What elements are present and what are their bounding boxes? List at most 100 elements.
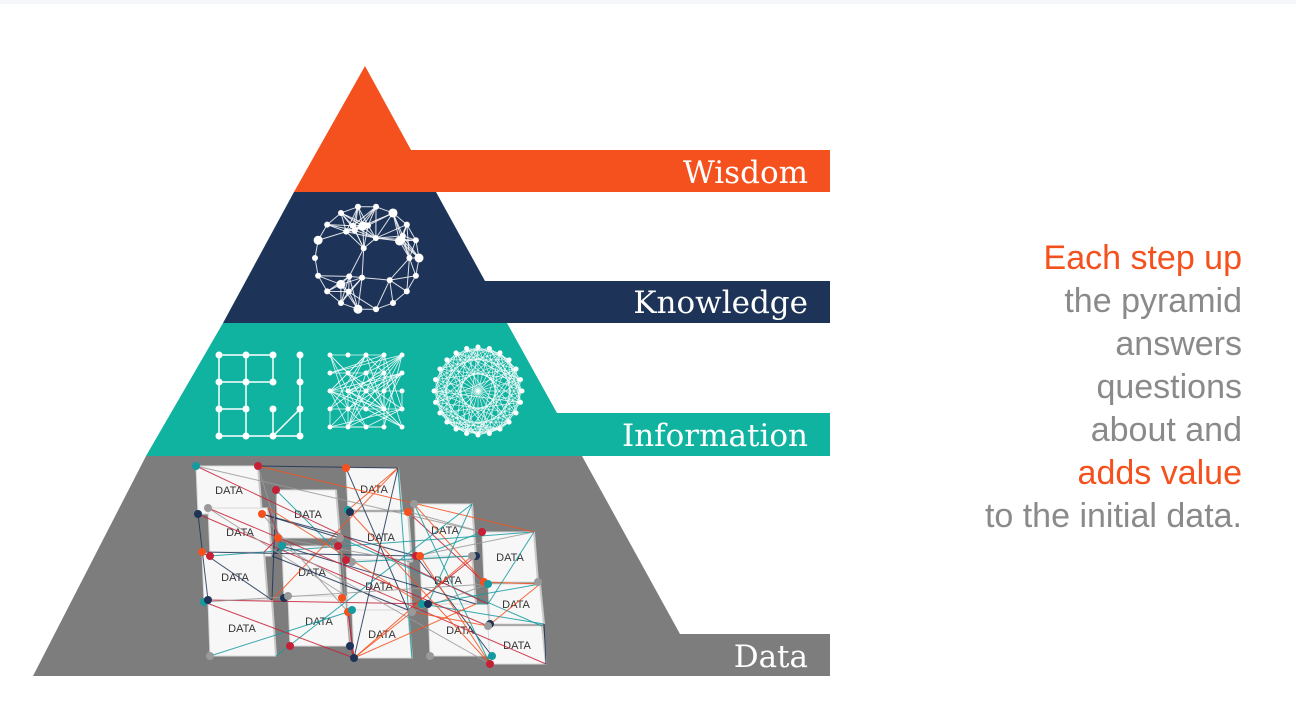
data-node <box>206 552 214 560</box>
circle-node <box>519 388 525 394</box>
circle-link <box>455 379 521 430</box>
grid-node <box>399 406 405 412</box>
circle-node <box>453 426 459 432</box>
data-box-edge <box>263 551 269 603</box>
data-link <box>483 581 541 585</box>
data-link <box>415 531 535 557</box>
data-node <box>418 600 426 608</box>
network-link <box>326 291 342 304</box>
data-node <box>416 552 424 560</box>
data-box-label: DATA <box>503 640 531 652</box>
circle-node <box>432 399 438 405</box>
data-box-edge <box>539 583 545 625</box>
circle-link <box>435 402 517 414</box>
grid-node <box>215 405 223 413</box>
data-link <box>411 611 489 627</box>
circle-node <box>437 410 443 416</box>
data-link <box>401 509 483 533</box>
network-link <box>392 291 408 304</box>
data-link <box>257 465 399 469</box>
circle-link <box>446 359 523 392</box>
circle-link <box>455 348 467 430</box>
network-node <box>313 235 323 245</box>
data-label: Data <box>734 639 808 675</box>
grid-link <box>329 354 403 374</box>
data-node <box>534 578 542 586</box>
grid-node <box>327 352 333 358</box>
data-link <box>427 583 541 605</box>
data-link <box>543 623 547 665</box>
data-link <box>353 467 399 659</box>
data-link <box>411 583 489 613</box>
network-node <box>403 221 410 228</box>
grid-node <box>242 405 250 413</box>
circle-link <box>435 348 490 380</box>
data-node <box>204 596 212 604</box>
network-node <box>324 221 331 228</box>
data-node <box>334 542 342 550</box>
grid-node <box>327 370 333 376</box>
sphere-network-icon <box>312 203 424 314</box>
data-node <box>348 606 356 614</box>
network-node <box>403 288 410 295</box>
grid-node <box>269 432 277 440</box>
data-link <box>261 513 341 539</box>
data-node <box>342 464 350 472</box>
circle-link <box>435 368 517 380</box>
circle-node <box>464 345 470 351</box>
circle-link <box>446 359 479 436</box>
circle-link <box>433 359 510 392</box>
grid-node <box>242 432 250 440</box>
network-node <box>373 203 380 210</box>
grid-node <box>363 388 369 394</box>
data-box-label: DATA <box>502 599 530 611</box>
grid-link <box>383 408 403 428</box>
data-node <box>258 510 266 518</box>
caption: Each step up the pyramid answers questio… <box>862 237 1242 538</box>
circle-link <box>489 379 521 434</box>
data-box-label: DATA <box>228 623 256 635</box>
network-link <box>408 257 417 276</box>
network-link <box>361 248 365 278</box>
grid-node <box>363 352 369 358</box>
network-node <box>349 222 356 229</box>
grid-link <box>347 372 403 392</box>
data-node <box>342 556 350 564</box>
network-node <box>394 236 404 246</box>
caption-line-1: Each step up <box>1043 239 1242 277</box>
data-node <box>346 642 354 650</box>
network-link <box>354 230 365 249</box>
data-link <box>275 503 473 657</box>
grid-node <box>269 351 277 359</box>
circle-link <box>455 352 517 370</box>
network-link <box>367 206 377 226</box>
network-link <box>375 235 403 239</box>
circle-node <box>453 350 459 356</box>
network-link <box>318 275 350 277</box>
grid-node <box>215 432 223 440</box>
circle-link <box>489 348 501 430</box>
data-node <box>484 580 492 588</box>
circle-node <box>432 377 438 383</box>
data-node <box>350 654 358 662</box>
network-node <box>390 300 396 307</box>
data-box-label: DATA <box>215 485 243 497</box>
circle-node <box>497 426 503 432</box>
data-link <box>197 513 209 601</box>
caption-line-7: to the initial data. <box>984 497 1242 535</box>
circle-node <box>444 419 450 425</box>
grid-node <box>327 424 333 430</box>
data-node <box>286 642 294 650</box>
circle-node <box>518 377 524 383</box>
network-link <box>406 275 417 292</box>
data-box-label: DATA <box>431 525 459 537</box>
network-node <box>354 203 361 210</box>
network-node <box>324 288 331 295</box>
circle-node <box>437 366 443 372</box>
circle-link <box>477 368 517 436</box>
data-link <box>271 555 409 611</box>
grid-node <box>327 406 333 412</box>
circle-link <box>477 346 510 423</box>
caption-line-6: adds value <box>1077 454 1242 492</box>
data-box-label: DATA <box>446 625 474 637</box>
